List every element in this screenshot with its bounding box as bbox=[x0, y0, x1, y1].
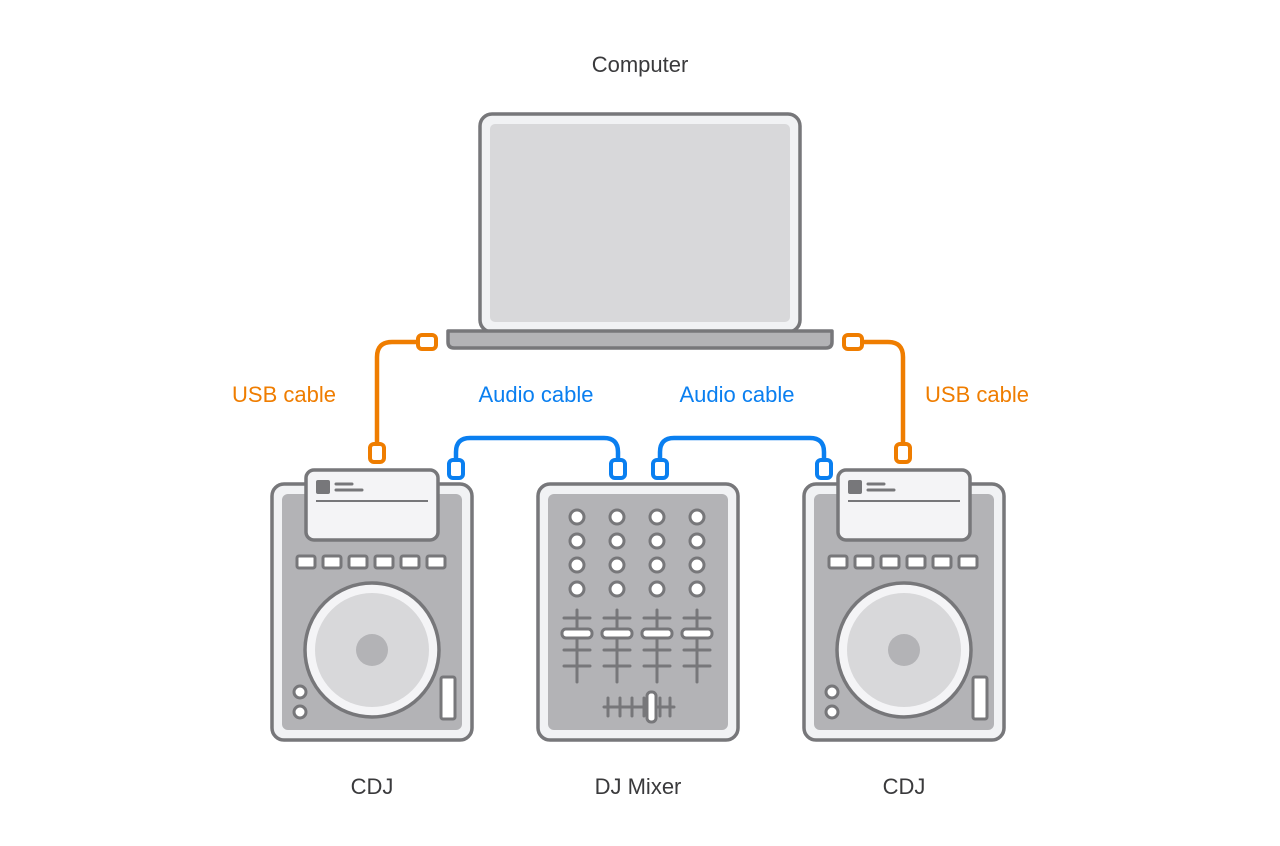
dj-mixer-label: DJ Mixer bbox=[595, 774, 682, 799]
cdj-left-icon bbox=[270, 468, 474, 742]
audio-cable-left-label: Audio cable bbox=[479, 382, 594, 407]
audio-cable-left bbox=[447, 435, 627, 480]
dj-mixer-icon bbox=[536, 482, 740, 742]
cdj-right-label: CDJ bbox=[883, 774, 926, 799]
usb-cable-right bbox=[842, 333, 912, 464]
mixer-knobs bbox=[568, 508, 706, 598]
audio-cable-right bbox=[651, 435, 833, 480]
mixer-channel-faders bbox=[562, 608, 712, 684]
usb-cable-right-label: USB cable bbox=[925, 382, 1029, 407]
cdj-right-icon bbox=[802, 468, 1006, 742]
usb-cable-left-label: USB cable bbox=[232, 382, 336, 407]
audio-cable-right-label: Audio cable bbox=[680, 382, 795, 407]
mixer-fader-knobs bbox=[560, 627, 714, 640]
cdj-left-label: CDJ bbox=[351, 774, 394, 799]
mixer-crossfader bbox=[602, 690, 676, 724]
laptop-icon bbox=[446, 112, 834, 350]
usb-cable-left bbox=[368, 333, 438, 464]
computer-label: Computer bbox=[592, 52, 689, 77]
